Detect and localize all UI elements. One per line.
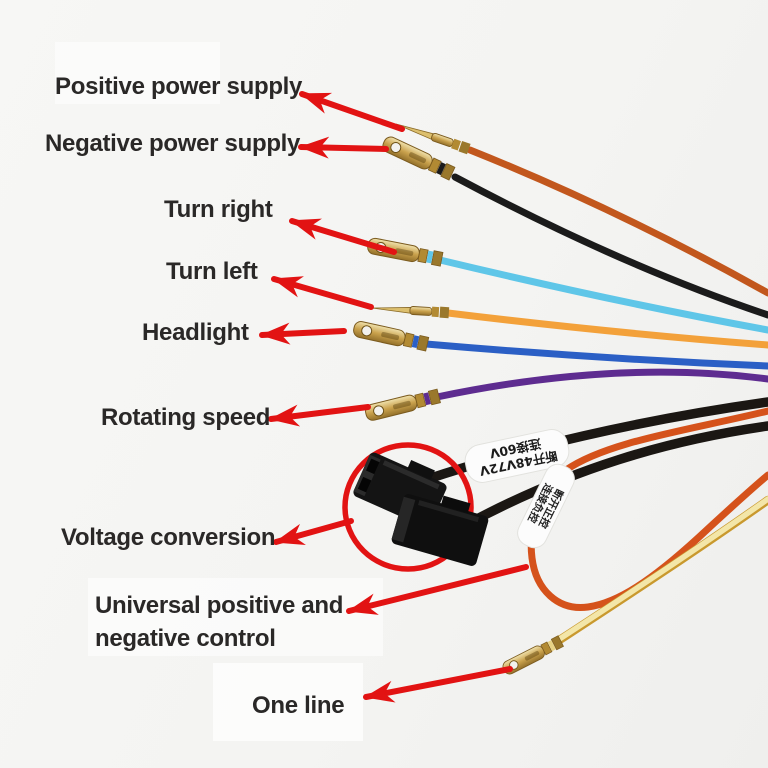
wire-one-line xyxy=(555,496,768,643)
wire-turn-right xyxy=(436,256,768,334)
label-turn-right: Turn right xyxy=(164,196,273,223)
label-universal-control-line2: negative control xyxy=(95,625,276,652)
terminal-negative-lug xyxy=(380,134,456,182)
wire-rotating-speed xyxy=(433,368,768,401)
annotation-arrows xyxy=(259,91,529,703)
label-one-line: One line xyxy=(252,692,345,719)
label-negative-power: Negative power supply xyxy=(45,130,301,157)
background-patch xyxy=(88,578,383,656)
arrow-universal-control xyxy=(346,564,529,615)
terminal-turn-left-pin xyxy=(371,302,450,319)
wire-turn-left xyxy=(444,309,768,349)
arrow-rotating-speed xyxy=(268,404,371,427)
terminal-rotating-speed-lug xyxy=(363,387,442,423)
wire-universal-control-loop xyxy=(527,407,768,611)
background-patch xyxy=(213,663,363,741)
cable-voltage-conversion-a xyxy=(420,397,768,485)
label-headlight: Headlight xyxy=(142,319,249,346)
arrow-positive xyxy=(299,91,405,132)
arrow-turn-left xyxy=(271,276,374,310)
label-turn-left: Turn left xyxy=(166,258,258,285)
label-universal-control-line1: Universal positive and xyxy=(95,592,344,619)
label-positive-power: Positive power supply xyxy=(55,73,303,100)
cable-voltage-conversion-b xyxy=(455,421,768,533)
background-patch xyxy=(55,42,220,104)
wire-headlight xyxy=(422,340,768,370)
terminal-turn-right-lug xyxy=(365,236,444,268)
arrow-voltage-conversion xyxy=(273,518,354,546)
arrow-turn-right xyxy=(289,218,397,255)
wire-negative-power xyxy=(451,173,768,319)
connector-voltage-lower xyxy=(391,494,489,566)
label-rotating-speed: Rotating speed xyxy=(101,404,271,431)
label-universal-control: Universal positive and negative control xyxy=(95,589,343,655)
arrow-headlight xyxy=(259,322,347,345)
wire-positive-power xyxy=(466,146,768,297)
arrow-negative xyxy=(298,136,389,159)
terminal-headlight-lug xyxy=(351,319,430,353)
cable-tag-voltage: 断开48V72V 连接60V xyxy=(464,429,570,483)
label-voltage-conversion: Voltage conversion xyxy=(61,524,276,551)
terminal-one-line-lug xyxy=(500,634,565,677)
voltage-conversion-highlight-circle xyxy=(342,442,474,572)
arrow-one-line xyxy=(363,666,513,703)
